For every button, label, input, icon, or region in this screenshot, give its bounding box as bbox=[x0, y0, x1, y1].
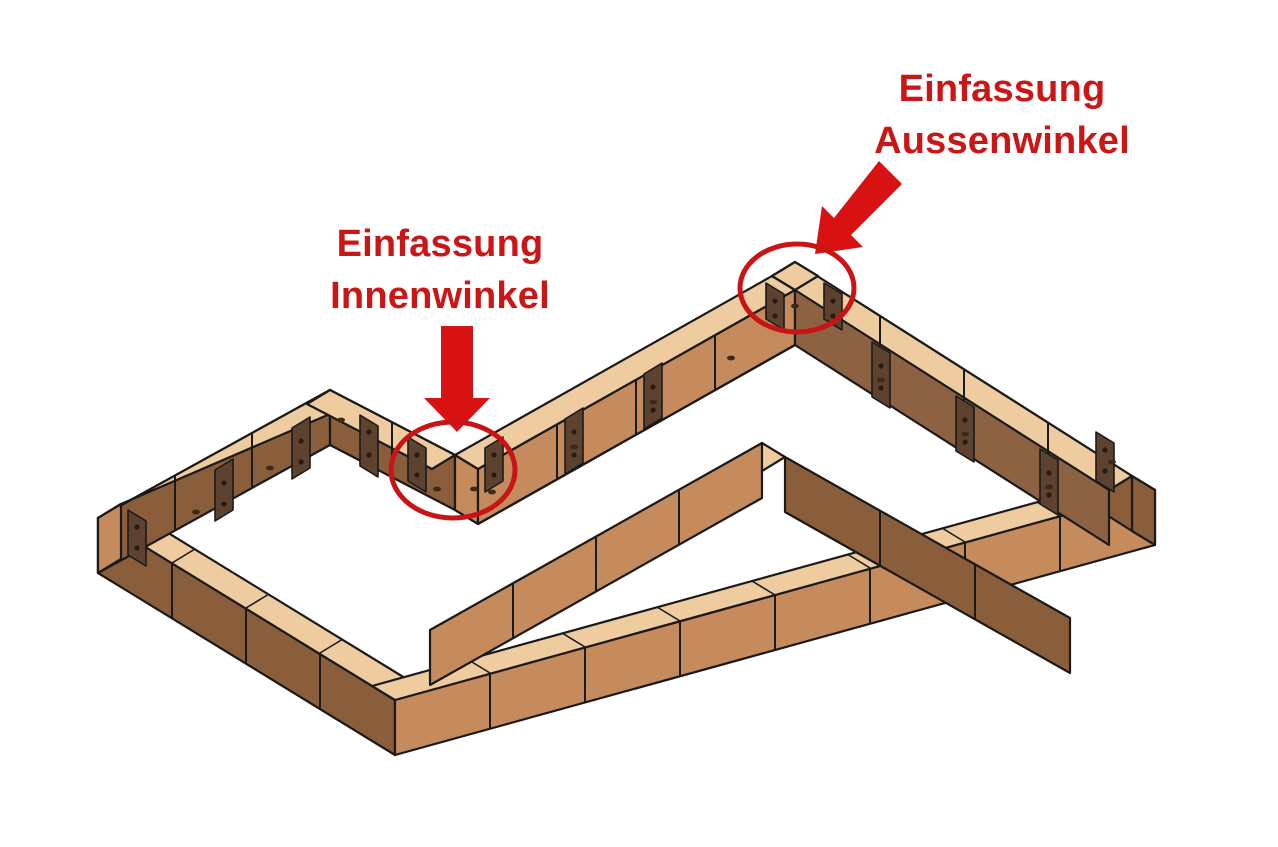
arrow-down-innenwinkel bbox=[424, 326, 490, 432]
highlight-ellipses bbox=[388, 241, 857, 521]
bracket bbox=[871, 341, 891, 409]
bracket-innenwinkel-right bbox=[484, 436, 504, 493]
bracket bbox=[359, 414, 379, 478]
bracket bbox=[1095, 431, 1115, 493]
bracket bbox=[955, 395, 975, 463]
label-innenwinkel-line1: Einfassung bbox=[336, 223, 544, 265]
bracket bbox=[564, 407, 584, 475]
wooden-frame-assembly bbox=[96, 260, 1157, 757]
highlight-innenwinkel bbox=[388, 419, 518, 521]
label-aussenwinkel-line2: Aussenwinkel bbox=[874, 119, 1130, 162]
label-einfassung-innenwinkel: Einfassung Innenwinkel bbox=[300, 219, 580, 322]
annotation-arrows bbox=[424, 161, 902, 432]
bracket bbox=[291, 416, 311, 480]
inner-wall-middle-diagonal bbox=[476, 343, 797, 526]
bracket bbox=[643, 362, 663, 430]
bracket-innenwinkel-left bbox=[407, 436, 427, 493]
inner-chevron-right-run bbox=[783, 455, 1072, 675]
inner-chevron-left-run bbox=[428, 441, 764, 687]
bracket bbox=[1039, 448, 1059, 516]
bracket bbox=[127, 509, 147, 567]
bracket bbox=[214, 458, 234, 522]
label-einfassung-aussenwinkel: Einfassung Aussenwinkel bbox=[852, 64, 1152, 167]
arrow-diagonal-aussenwinkel bbox=[815, 161, 902, 254]
inner-wall-left-pocket bbox=[121, 404, 353, 540]
bracket-group bbox=[127, 282, 1115, 567]
corner-left-vertex bbox=[96, 502, 123, 575]
label-innenwinkel-line2: Innenwinkel bbox=[330, 274, 550, 317]
wall-outer-lower-left bbox=[96, 502, 420, 757]
wall-to-outer-apex bbox=[453, 274, 797, 526]
screw-dot-group bbox=[192, 303, 1116, 515]
label-aussenwinkel-line1: Einfassung bbox=[898, 68, 1106, 110]
highlight-aussenwinkel bbox=[737, 241, 857, 335]
